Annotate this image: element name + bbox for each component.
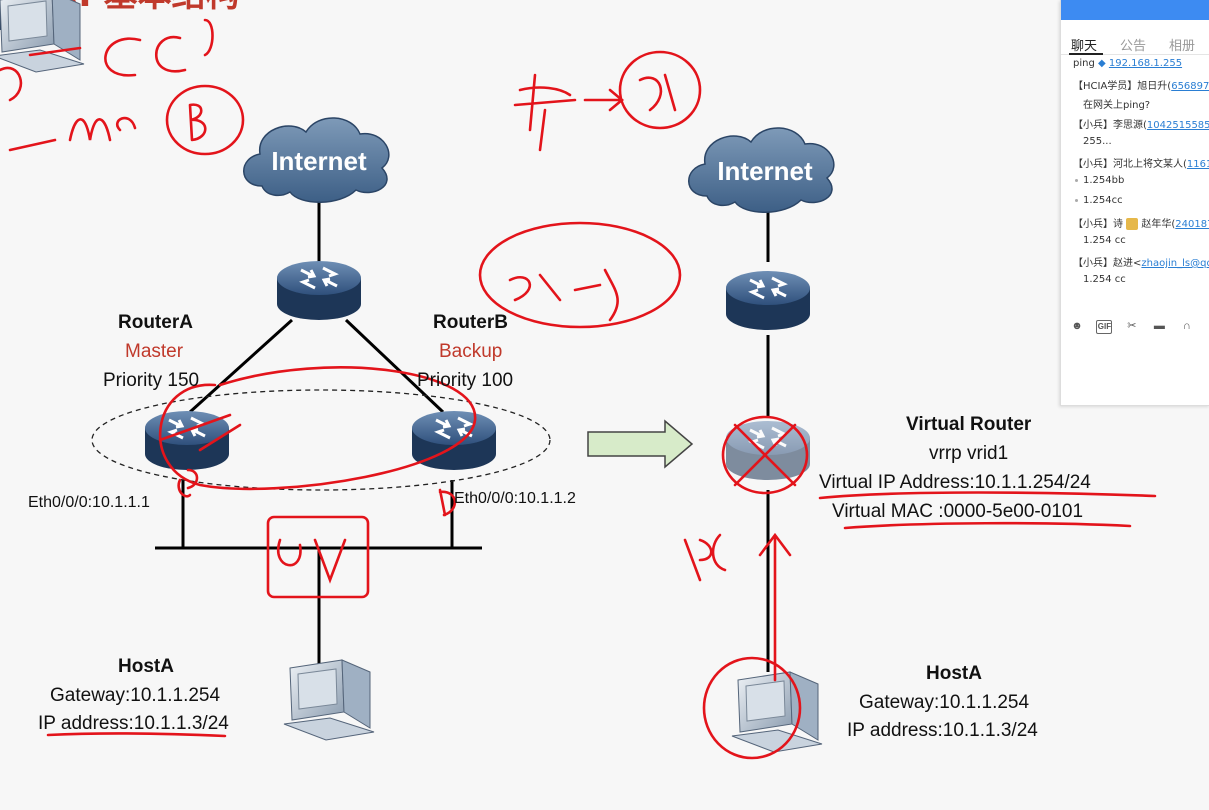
chat-message: 【小兵】李思源(1042515585: [1073, 116, 1209, 131]
message-content: 1.254 cc: [1083, 235, 1126, 246]
handwritten-annotations: [0, 18, 1157, 760]
host-a-name-left: HostA: [118, 656, 174, 677]
message-sender-extra: 赵年华(: [1141, 219, 1176, 230]
avatar-icon: [1126, 218, 1139, 230]
message-link[interactable]: zhaojin_ls@qq: [1141, 258, 1209, 269]
bullet-icon: [1075, 198, 1078, 202]
verified-icon: ◆: [1098, 58, 1106, 69]
chat-header-bar: [1061, 0, 1209, 20]
message-link[interactable]: 6568974: [1171, 81, 1209, 92]
host-a-name-right: HostA: [926, 663, 982, 684]
message-link[interactable]: 240187: [1175, 219, 1209, 230]
message-sender: 【小兵】河北上将文某人(: [1073, 159, 1187, 170]
virtual-router-vmac: Virtual MAC :0000-5e00-0101: [832, 501, 1084, 522]
internet-cloud-icon: [688, 127, 835, 213]
chat-message: 【HCIA学员】旭日升(6568974: [1073, 77, 1209, 92]
message-sender: ping: [1073, 58, 1095, 69]
router-b-name: RouterB: [433, 312, 508, 333]
internet-cloud-icon: [243, 117, 390, 203]
host-a-gateway-left: Gateway:10.1.1.254: [50, 685, 221, 706]
tab-underline: [1069, 53, 1103, 55]
message-sender: 【小兵】李思源(: [1073, 120, 1147, 131]
chat-bullet: 1.254bb: [1075, 175, 1124, 186]
tab-album[interactable]: 相册: [1169, 39, 1196, 54]
chat-tabs: 聊天 公告 相册: [1061, 20, 1209, 55]
message-link[interactable]: 192.168.1.255: [1108, 58, 1183, 69]
internet-label-left: Internet: [271, 146, 367, 176]
message-content: 在网关上ping?: [1083, 100, 1151, 111]
internet-label-right: Internet: [717, 156, 813, 186]
headset-icon[interactable]: ∩: [1182, 320, 1191, 332]
chat-message: ping ◆ 192.168.1.255: [1073, 58, 1182, 69]
chat-bullet: 1.254cc: [1075, 195, 1123, 206]
pc-icon: [0, 0, 85, 73]
router-a-priority: Priority 150: [103, 370, 200, 391]
chat-message: 【小兵】诗 赵年华(240187: [1073, 215, 1209, 230]
virtual-router-vip: Virtual IP Address:10.1.1.254/24: [819, 472, 1091, 493]
message-sender: 【小兵】诗: [1073, 219, 1123, 230]
router-b-role: Backup: [439, 341, 503, 362]
host-a-ip-right: IP address:10.1.1.3/24: [847, 720, 1038, 741]
gif-icon[interactable]: GIF: [1096, 320, 1113, 334]
message-content: 1.254 cc: [1083, 274, 1126, 285]
message-sender: 【小兵】赵进<: [1073, 258, 1142, 269]
scissors-icon[interactable]: ✂: [1127, 320, 1137, 332]
router-a-name: RouterA: [118, 312, 193, 333]
folder-icon[interactable]: ▬: [1153, 320, 1165, 332]
virtual-router-title: Virtual Router: [906, 414, 1032, 435]
tab-announcement[interactable]: 公告: [1120, 39, 1147, 54]
router-b-interface: Eth0/0/0:10.1.1.2: [454, 490, 576, 507]
router-a-role: Master: [125, 341, 184, 362]
message-content: 255...: [1083, 136, 1112, 147]
chat-toolbar: ☻ GIF ✂ ▬ ∩: [1069, 316, 1202, 334]
message-sender: 【HCIA学员】旭日升(: [1073, 81, 1172, 92]
router-a-interface: Eth0/0/0:10.1.1.1: [28, 494, 150, 511]
bullet-text: 1.254bb: [1083, 175, 1125, 186]
tab-chat[interactable]: 聊天: [1071, 39, 1098, 54]
left-links: [155, 195, 482, 665]
transition-arrow-icon: [587, 419, 694, 469]
virtual-router-vrid: vrrp vrid1: [929, 443, 1009, 464]
emoji-icon[interactable]: ☻: [1071, 320, 1083, 332]
chat-panel: 聊天 公告 相册 ping ◆ 192.168.1.255 【HCIA学员】旭日…: [1060, 0, 1209, 406]
chat-message: 【小兵】赵进<zhaojin_ls@qq: [1073, 254, 1209, 269]
bullet-icon: [1075, 178, 1078, 182]
router-b-priority: Priority 100: [417, 370, 514, 391]
host-a-ip-left: IP address:10.1.1.3/24: [38, 713, 229, 734]
host-a-gateway-right: Gateway:10.1.1.254: [859, 692, 1030, 713]
message-link[interactable]: 1042515585: [1146, 120, 1209, 131]
vrrp-group-ellipse: [91, 389, 551, 491]
bullet-text: 1.254cc: [1083, 195, 1123, 206]
